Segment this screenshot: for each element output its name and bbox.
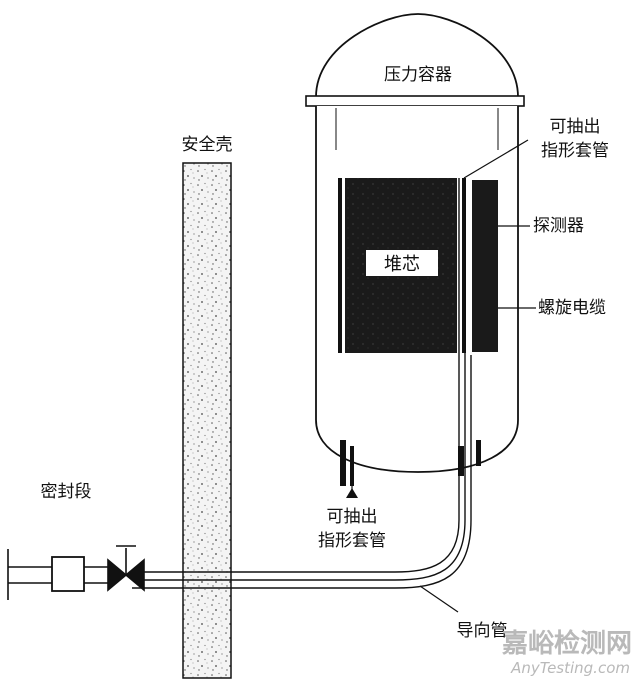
thimble-top-label-line2: 指形套管 [541, 141, 609, 161]
core-label: 堆芯 [384, 254, 420, 275]
helical-cable-label: 螺旋电缆 [538, 298, 606, 318]
bottom-arrow [346, 488, 358, 498]
seal-pipe [7, 549, 108, 600]
seal-section [51, 556, 85, 592]
guide-tube-label: 导向管 [457, 621, 508, 641]
thimble-bottom-label-line2: 指形套管 [318, 531, 386, 551]
detector-column [472, 180, 498, 352]
containment-label: 安全壳 [182, 135, 233, 155]
valve [107, 545, 145, 592]
seal-label: 密封段 [41, 482, 92, 502]
watermark-cn: 嘉峪检测网 [502, 628, 632, 659]
detector-label: 探测器 [533, 216, 584, 236]
thimble-tube [132, 178, 472, 589]
containment-wall [182, 162, 232, 679]
core-label-box [366, 250, 438, 276]
leader-lines [351, 139, 536, 613]
watermark-en: AnyTesting.com [510, 659, 630, 677]
thimble-top-label-line1: 可抽出 [550, 117, 601, 137]
vessel-label: 压力容器 [384, 65, 452, 85]
thimble-bottom-label-line1: 可抽出 [327, 507, 378, 527]
